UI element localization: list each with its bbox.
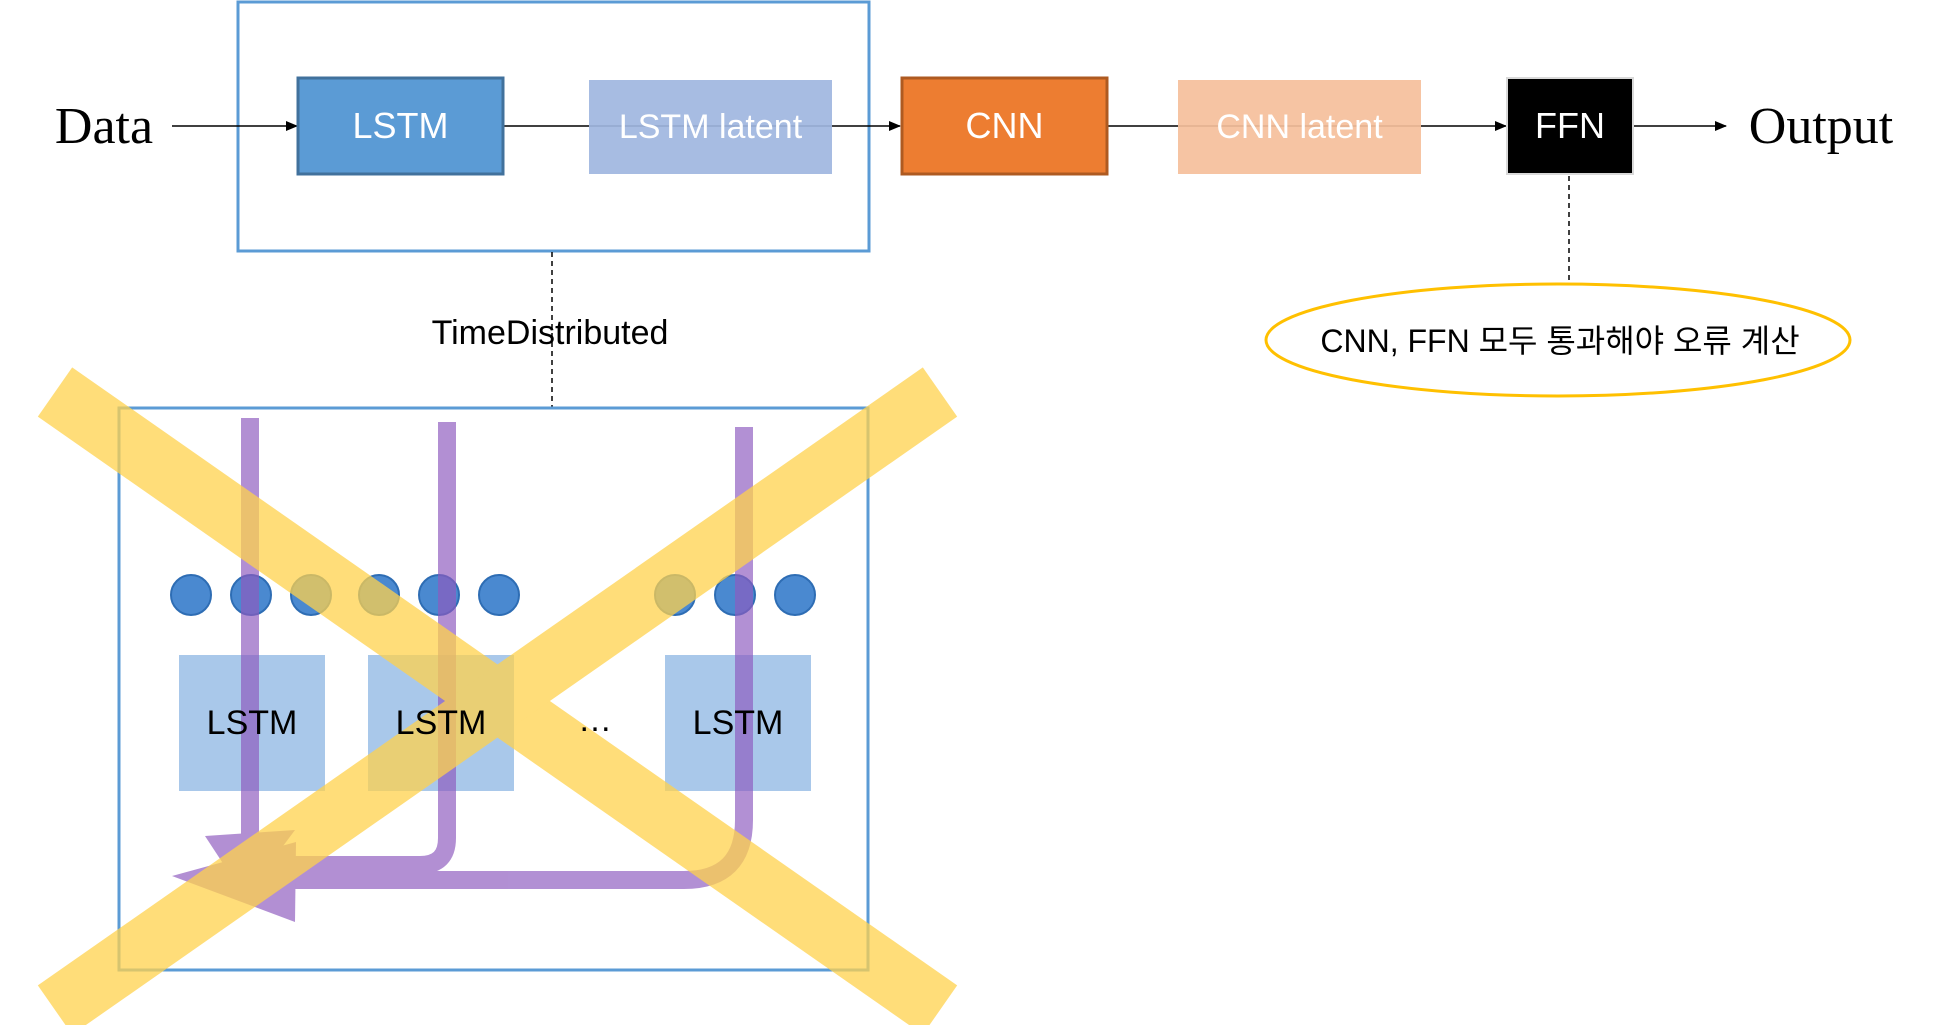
lstm-latent-block: [589, 80, 832, 174]
cross-mark-icon: [37, 367, 958, 1030]
cnn-block: [900, 76, 1109, 176]
hidden-node: [170, 574, 212, 616]
flow-path-2: [250, 422, 456, 874]
ffn-block: [1506, 77, 1634, 175]
hidden-node: [774, 574, 816, 616]
hidden-node: [478, 574, 520, 616]
cnn-latent-block: [1178, 80, 1421, 174]
error-note-ellipse: [1264, 282, 1852, 398]
lstm-block: [296, 76, 505, 176]
